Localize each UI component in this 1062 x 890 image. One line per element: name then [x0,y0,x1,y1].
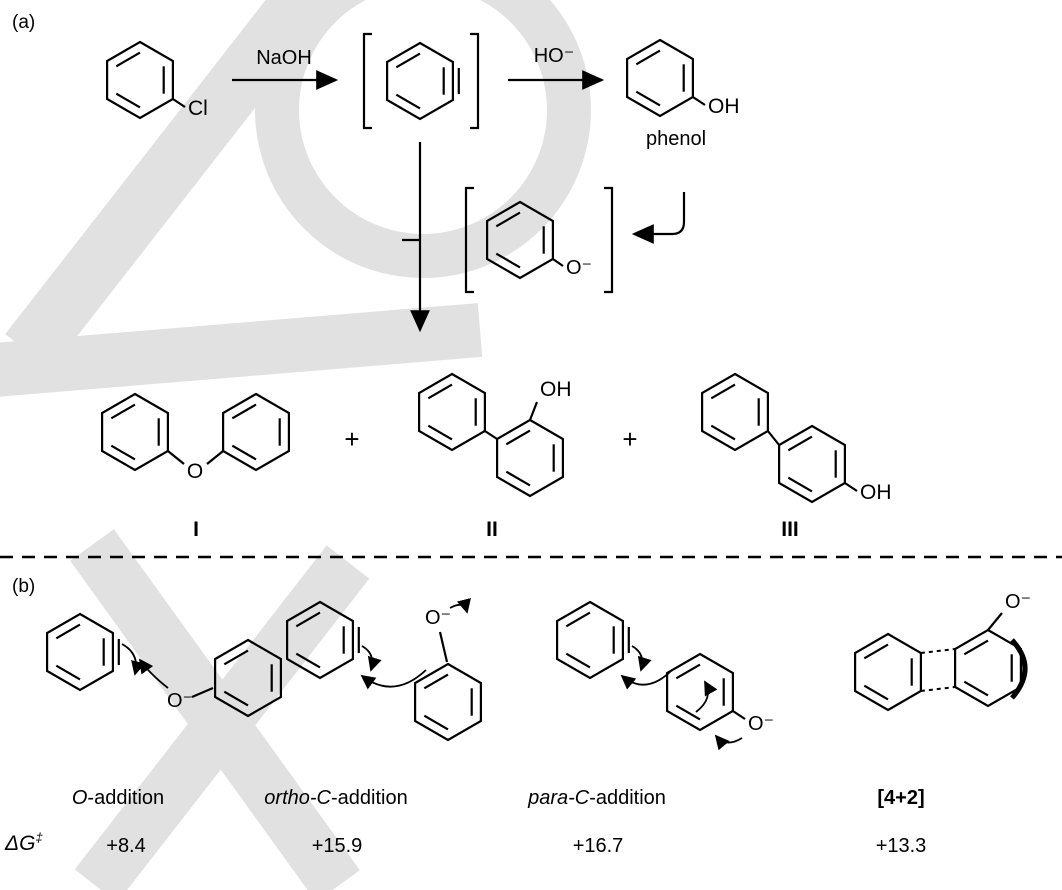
four-plus-two-structure: O⁻ [853,591,1031,712]
label-para-c-addition: para-C-addition [528,787,666,810]
plus-sign-1: + [344,424,359,454]
label-ortho-prefix: ortho-C [264,787,331,809]
product-iii-label: III [781,518,799,541]
dg-value-para: +16.7 [572,835,624,857]
label-o-addition-prefix: O [71,787,88,809]
chlorobenzene-structure: Cl [105,40,208,120]
plus-sign-2: + [622,424,637,454]
label-para-prefix: para-C [528,787,590,809]
label-ortho-suffix: -addition [330,787,408,809]
para-o-label: O⁻ [748,713,774,735]
reaction-arrow-1: NaOH [232,47,339,90]
diphenyl-ether-structure: O I [100,392,290,541]
label-para-suffix: -addition [589,787,666,809]
chlorine-label: Cl [188,97,208,120]
benzyne-intermediate [362,32,480,130]
ortho-c-addition-structure: O⁻ [287,598,482,742]
naoh-label: NaOH [256,47,312,69]
o-addition-o-label: O⁻ [167,690,193,712]
hydroxide-label: HO⁻ [534,45,575,67]
reaction-arrow-2: HO⁻ [508,45,605,90]
phenol-structure: OH phenol [625,38,740,150]
product-i-label: I [193,518,199,541]
down-arrow [402,142,430,333]
delta-g-text: ΔG [5,832,36,855]
dg-value-four-plus-two: +13.3 [875,835,927,857]
panel-a-label: (a) [12,12,35,33]
para-c-addition-structure: O⁻ [557,602,774,751]
label-o-addition-suffix: -addition [87,787,165,809]
o-addition-structure: O⁻ [47,614,282,718]
phenol-recycle-arrow [631,192,686,244]
dg-value-o-addition: +8.4 [106,835,146,857]
ortho-phenylphenol-structure: OH II [418,372,572,541]
four-plus-two-o-label: O⁻ [1005,591,1031,613]
para-phenylphenol-structure: OH III [700,372,892,541]
panel-b-label: (b) [12,576,35,597]
product-iii-oh-label: OH [860,481,892,504]
phenolate-intermediate: O⁻ [464,186,614,294]
label-four-plus-two: [4+2] [877,787,924,810]
product-ii-label: II [486,518,498,541]
watermark [0,0,591,890]
label-o-addition: O-addition [72,787,164,810]
delta-g-symbol: ΔG‡ [5,830,43,856]
dg-value-ortho: +15.9 [311,835,363,857]
label-four-plus-two-text: [4+2] [877,787,925,809]
ether-oxygen-label: O [187,460,203,483]
label-ortho-c-addition: ortho-C-addition [264,787,407,810]
double-dagger: ‡ [35,830,43,845]
phenolate-o-label: O⁻ [566,257,592,279]
product-ii-oh-label: OH [540,378,572,401]
phenol-oh-label: OH [708,95,740,118]
ortho-o-label: O⁻ [425,607,451,629]
phenol-name-label: phenol [646,128,706,150]
